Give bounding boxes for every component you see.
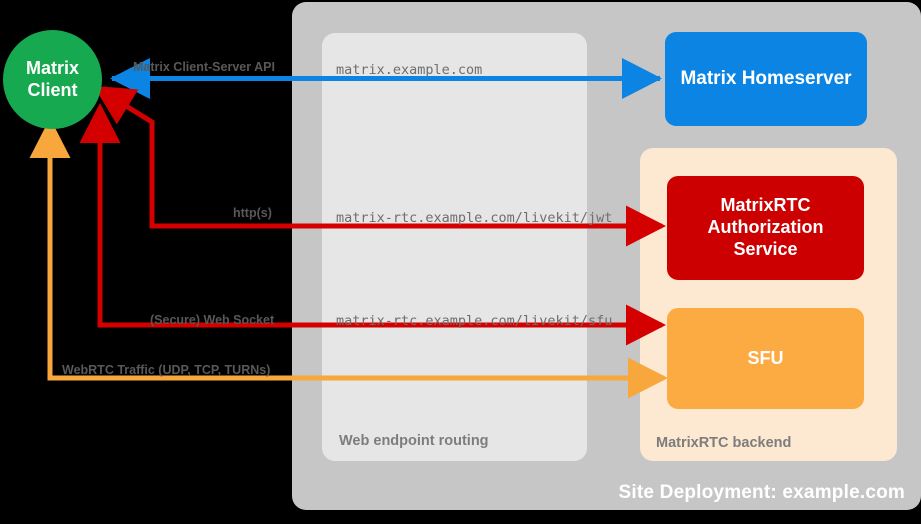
auth-service-label-line1: MatrixRTC: [720, 195, 811, 216]
web-endpoint-routing-box: Web endpoint routing: [322, 33, 587, 461]
label-https: http(s): [233, 206, 272, 220]
matrix-client-label-line1: Matrix: [25, 57, 79, 78]
endpoint-livekit-jwt: matrix-rtc.example.com/livekit/jwt: [336, 210, 613, 226]
matrixrtc-backend-label: MatrixRTC backend: [656, 435, 792, 451]
matrix-homeserver-label: Matrix Homeserver: [680, 68, 852, 90]
connector-https: [93, 85, 667, 247]
connector-secure-web-socket: [79, 102, 667, 346]
auth-service-label-line3: Service: [733, 238, 798, 259]
matrix-client-label-line2: Client: [27, 79, 78, 100]
label-matrix-client-server-api: Matrix Client-Server API: [133, 60, 275, 74]
sfu-label: SFU: [747, 347, 784, 368]
sfu-node[interactable]: SFU: [667, 308, 864, 409]
label-webrtc-traffic: WebRTC Traffic (UDP, TCP, TURNs): [62, 363, 271, 377]
matrix-client-node[interactable]: Matrix Client: [3, 30, 102, 129]
site-deployment-label: Site Deployment: example.com: [618, 482, 905, 503]
endpoint-matrix-example-com: matrix.example.com: [336, 62, 483, 78]
web-endpoint-routing-label: Web endpoint routing: [339, 433, 489, 449]
matrixrtc-authorization-service-node[interactable]: MatrixRTC Authorization Service: [667, 176, 864, 280]
connector-webrtc-traffic: [29, 117, 669, 399]
matrix-homeserver-node[interactable]: Matrix Homeserver: [665, 32, 867, 126]
auth-service-label-line2: Authorization: [707, 217, 824, 238]
label-secure-web-socket: (Secure) Web Socket: [150, 313, 275, 327]
endpoint-livekit-sfu: matrix-rtc.example.com/livekit/sfu: [336, 313, 613, 329]
